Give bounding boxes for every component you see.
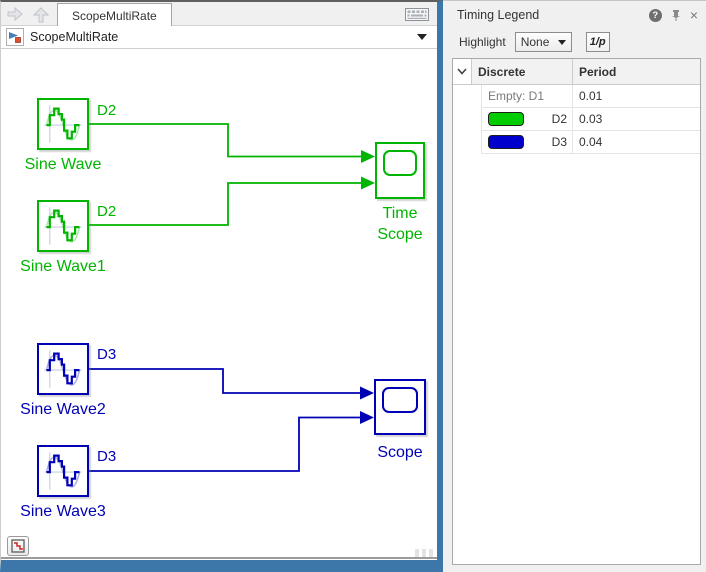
forward-button[interactable] [5,5,25,23]
table-row-d1[interactable]: Empty: D1 0.01 [481,85,700,108]
up-button[interactable] [31,5,51,23]
rate-d2-period: 0.03 [572,108,700,130]
rate-d1-period: 0.01 [572,85,700,107]
block-sine-wave3[interactable] [37,445,89,497]
rate-annotation-d2: D2 [97,102,117,119]
help-icon[interactable]: ? [648,8,662,22]
block-label-sine-wave[interactable]: Sine Wave [24,156,102,173]
timing-legend-titlebar: Timing Legend ? × [443,1,706,23]
rate-annotation-d3: D3 [97,448,117,465]
wire-sinewave1-to-timescope[interactable] [89,176,375,226]
block-label-sine-wave2[interactable]: Sine Wave2 [20,401,106,418]
block-sine-wave[interactable] [37,98,89,150]
block-label-sine-wave1[interactable]: Sine Wave1 [20,258,106,275]
wire-sinewave-to-timescope[interactable] [89,123,375,163]
table-row-d2[interactable]: D2 0.03 [481,108,700,131]
model-tab[interactable]: ScopeMultiRate [57,3,172,27]
timing-legend-table: Discrete Period Empty: D1 0.01 D2 0.03 [452,58,701,565]
rate-annotation-d3: D3 [97,346,117,363]
rate-annotation-d2: D2 [97,203,117,220]
scope-screen-icon [383,150,417,176]
rate-d3-label: D3 [551,135,567,149]
sine-wave-icon [44,207,82,245]
model-editor-pane: ScopeMultiRate [0,0,443,572]
block-label-time-scope[interactable]: Time Scope [377,205,423,243]
table-header-row: Discrete Period [453,59,700,85]
timing-legend-title: Timing Legend [457,8,540,22]
rate-d3-period: 0.04 [572,131,700,153]
highlight-dropdown[interactable]: None [514,32,572,52]
block-time-scope[interactable] [375,142,425,199]
sine-wave-icon [44,452,82,490]
sine-wave-icon [44,350,82,388]
sample-time-legend-badge[interactable] [7,536,29,556]
breadcrumb-dropdown-caret[interactable] [417,34,427,40]
keyboard-icon [405,7,429,21]
timing-legend-panel: Timing Legend ? × Highlight None 1/p [443,0,706,572]
sample-time-icon [11,539,25,553]
highlight-label: Highlight [459,35,506,49]
column-header-period: Period [572,59,700,84]
block-sine-wave1[interactable] [37,200,89,252]
model-icon [6,28,24,46]
show-frequency-toggle-button[interactable]: 1/p [585,32,610,52]
scope-screen-icon [382,387,418,413]
editor-toolbar: ScopeMultiRate [1,2,437,27]
block-sine-wave2[interactable] [37,343,89,395]
highlight-row: Highlight None 1/p [459,32,706,52]
column-header-discrete: Discrete [471,59,572,84]
sine-wave-icon [44,105,82,143]
block-scope[interactable] [374,379,426,435]
canvas-resize-grip[interactable] [415,549,433,557]
breadcrumb-bar: ScopeMultiRate [1,26,437,49]
table-row-d3[interactable]: D3 0.04 [481,131,700,154]
up-arrow-icon [33,6,49,22]
collapse-chevron-icon[interactable] [453,59,471,84]
forward-arrow-icon [7,6,23,22]
model-tab-label: ScopeMultiRate [72,8,157,23]
highlight-dropdown-value: None [520,35,550,49]
rate-d2-color-swatch [488,112,524,126]
model-canvas[interactable]: Sine Wave Sine Wave1 Sine Wave2 Sine Wav… [1,49,437,559]
keyboard-shortcuts-button[interactable] [403,5,431,23]
breadcrumb-model-name[interactable]: ScopeMultiRate [30,30,119,44]
block-label-scope[interactable]: Scope [377,444,423,461]
pin-icon[interactable] [671,9,681,22]
chevron-down-icon [557,39,566,45]
wire-sinewave3-to-scope[interactable] [89,411,374,472]
block-label-sine-wave3[interactable]: Sine Wave3 [20,503,106,520]
rate-d2-label: D2 [551,112,567,126]
close-icon[interactable]: × [689,6,698,23]
wire-sinewave2-to-scope[interactable] [89,368,374,400]
rate-d3-color-swatch [488,135,524,149]
rate-d1-label: Empty: D1 [488,89,545,103]
